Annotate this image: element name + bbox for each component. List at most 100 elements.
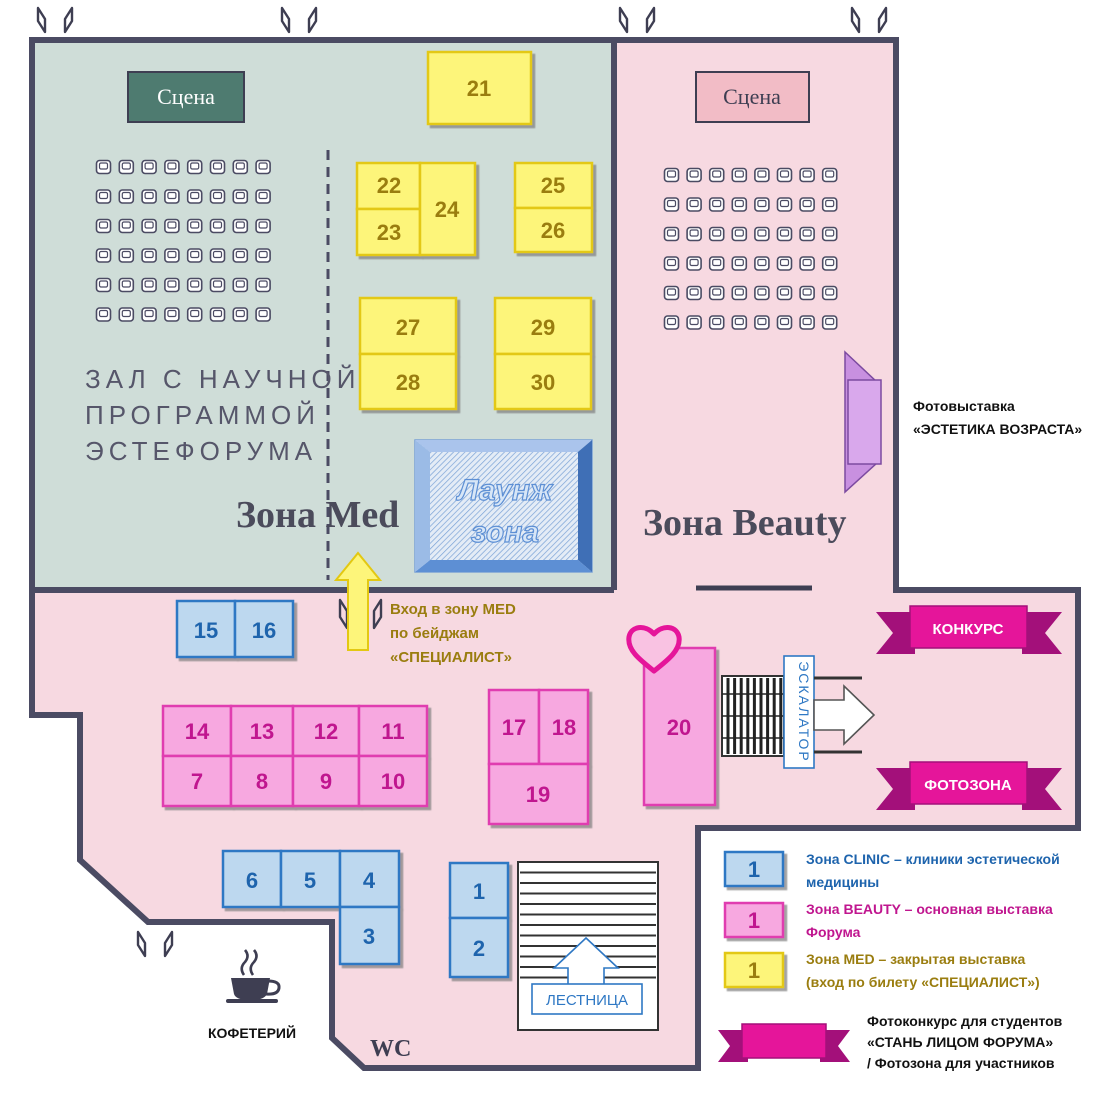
seat-icon [731, 285, 748, 301]
stage-beauty: Сцена [695, 71, 810, 123]
seat-icon [186, 218, 203, 234]
legend: 1 Зона CLINIC – клиники эстетической мед… [718, 850, 1063, 1071]
seat-icon [255, 307, 271, 322]
seat-icon [95, 159, 112, 175]
hall-label-line: ЭСТЕФОРУМА [85, 436, 317, 466]
booth-27[interactable] [358, 296, 458, 356]
booth-11[interactable] [357, 704, 429, 758]
booth-4[interactable] [338, 849, 401, 909]
booth-22[interactable] [355, 161, 422, 211]
booth-7[interactable] [161, 754, 233, 808]
booth-28[interactable] [358, 352, 458, 411]
seat-icon [186, 189, 203, 204]
seat-icon [118, 277, 135, 293]
seat-icon [754, 226, 770, 242]
walls [29, 37, 1081, 1071]
zone-med-title: Зона Med [236, 494, 399, 536]
seat-icon [776, 167, 793, 183]
escalator-label: ЭСКАЛАТОР [796, 661, 812, 763]
booth-9-label: 9 [320, 769, 332, 794]
seat-icon [164, 159, 180, 175]
booth-18[interactable] [537, 688, 590, 766]
seat-icon [799, 285, 815, 301]
seat-icon [209, 218, 226, 234]
legend-banner-line: / Фотозона для участников [867, 1055, 1055, 1071]
booth-19[interactable] [487, 762, 590, 826]
seat-icon [186, 277, 203, 293]
booth-10[interactable] [357, 754, 429, 808]
seat-icon [754, 197, 770, 212]
seat-icon [821, 285, 838, 301]
seat-icon [663, 285, 680, 301]
seat-icon [186, 159, 203, 175]
seat-icon [118, 218, 135, 234]
med-booth-labels: 21 22 23 24 25 26 27 28 29 30 [377, 76, 565, 395]
seat-icon [255, 189, 271, 204]
booth-13[interactable] [229, 704, 295, 758]
booth-20[interactable] [642, 646, 717, 807]
clinic-booth-labels: 15 16 6 5 4 3 1 2 [194, 618, 485, 961]
booth-10-label: 10 [381, 769, 405, 794]
booth-26[interactable] [513, 206, 594, 254]
seat-icon [164, 277, 180, 293]
seat-icon [95, 307, 112, 322]
seat-icon [209, 189, 226, 204]
booth-25[interactable] [513, 161, 594, 210]
booth-16[interactable] [233, 599, 295, 659]
booth-14[interactable] [161, 704, 233, 758]
legend-banner-line: «СТАНЬ ЛИЦОМ ФОРУМА» [867, 1034, 1053, 1050]
booth-3[interactable] [338, 905, 401, 966]
booth-24[interactable] [418, 161, 477, 257]
booth-6[interactable] [221, 849, 283, 909]
booth-25-label: 25 [541, 173, 565, 198]
seat-icon [799, 256, 815, 271]
seat-icon [118, 189, 135, 204]
escalator-arrow-icon [813, 684, 876, 746]
seat-icon [164, 248, 180, 263]
booth-3-label: 3 [363, 924, 375, 949]
legend-med-sample: 1 [748, 958, 760, 983]
legend-beauty-line: Зона BEAUTY – основная выставка [806, 901, 1053, 917]
hall-label-line: ЗАЛ С НАУЧНОЙ [85, 364, 360, 394]
booth-30[interactable] [493, 352, 593, 411]
seat-icon [209, 307, 226, 322]
seat-icon [255, 159, 271, 175]
seat-icon [799, 167, 815, 183]
seat-icon [821, 315, 838, 330]
seat-icon [209, 277, 226, 293]
booth-14-label: 14 [185, 719, 210, 744]
booth-17-label: 17 [502, 715, 526, 740]
booth-15-label: 15 [194, 618, 218, 643]
booth-21[interactable] [426, 50, 533, 126]
seat-icon [186, 307, 203, 322]
booth-2[interactable] [448, 916, 510, 979]
entrance-note-line: по бейджам [390, 625, 479, 642]
booth-19-label: 19 [526, 782, 550, 807]
booth-24-label: 24 [435, 197, 460, 222]
seat-icon [686, 285, 702, 301]
clinic-booths [175, 599, 510, 979]
seat-icon [776, 197, 793, 212]
entrance-note-line: Вход в зону MED [390, 601, 516, 618]
seat-icon [232, 218, 249, 234]
seat-icon [754, 167, 770, 183]
seat-icon [731, 315, 748, 330]
seat-icon [232, 307, 249, 322]
stairs-label: ЛЕСТНИЦА [546, 992, 628, 1009]
seat-icon [731, 167, 748, 183]
banner-contest-label: КОНКУРС [933, 621, 1004, 638]
seat-icon [141, 189, 157, 204]
booth-15[interactable] [175, 599, 237, 659]
legend-clinic-line: Зона CLINIC – клиники эстетической [806, 851, 1060, 867]
seat-icon [708, 167, 725, 183]
booth-23-label: 23 [377, 220, 401, 245]
banner-photozone-label: ФОТОЗОНА [924, 777, 1012, 794]
photo-exhibit-line: Фотовыставка [913, 398, 1015, 414]
booth-9[interactable] [291, 754, 361, 808]
beauty-booth-labels: 14 13 12 11 7 8 9 10 17 18 19 20 [185, 715, 691, 807]
seat-icon [708, 256, 725, 271]
stage-beauty-label: Сцена [723, 84, 781, 109]
seat-icon [141, 307, 157, 322]
seat-icon [708, 285, 725, 301]
booth-30-label: 30 [531, 370, 555, 395]
